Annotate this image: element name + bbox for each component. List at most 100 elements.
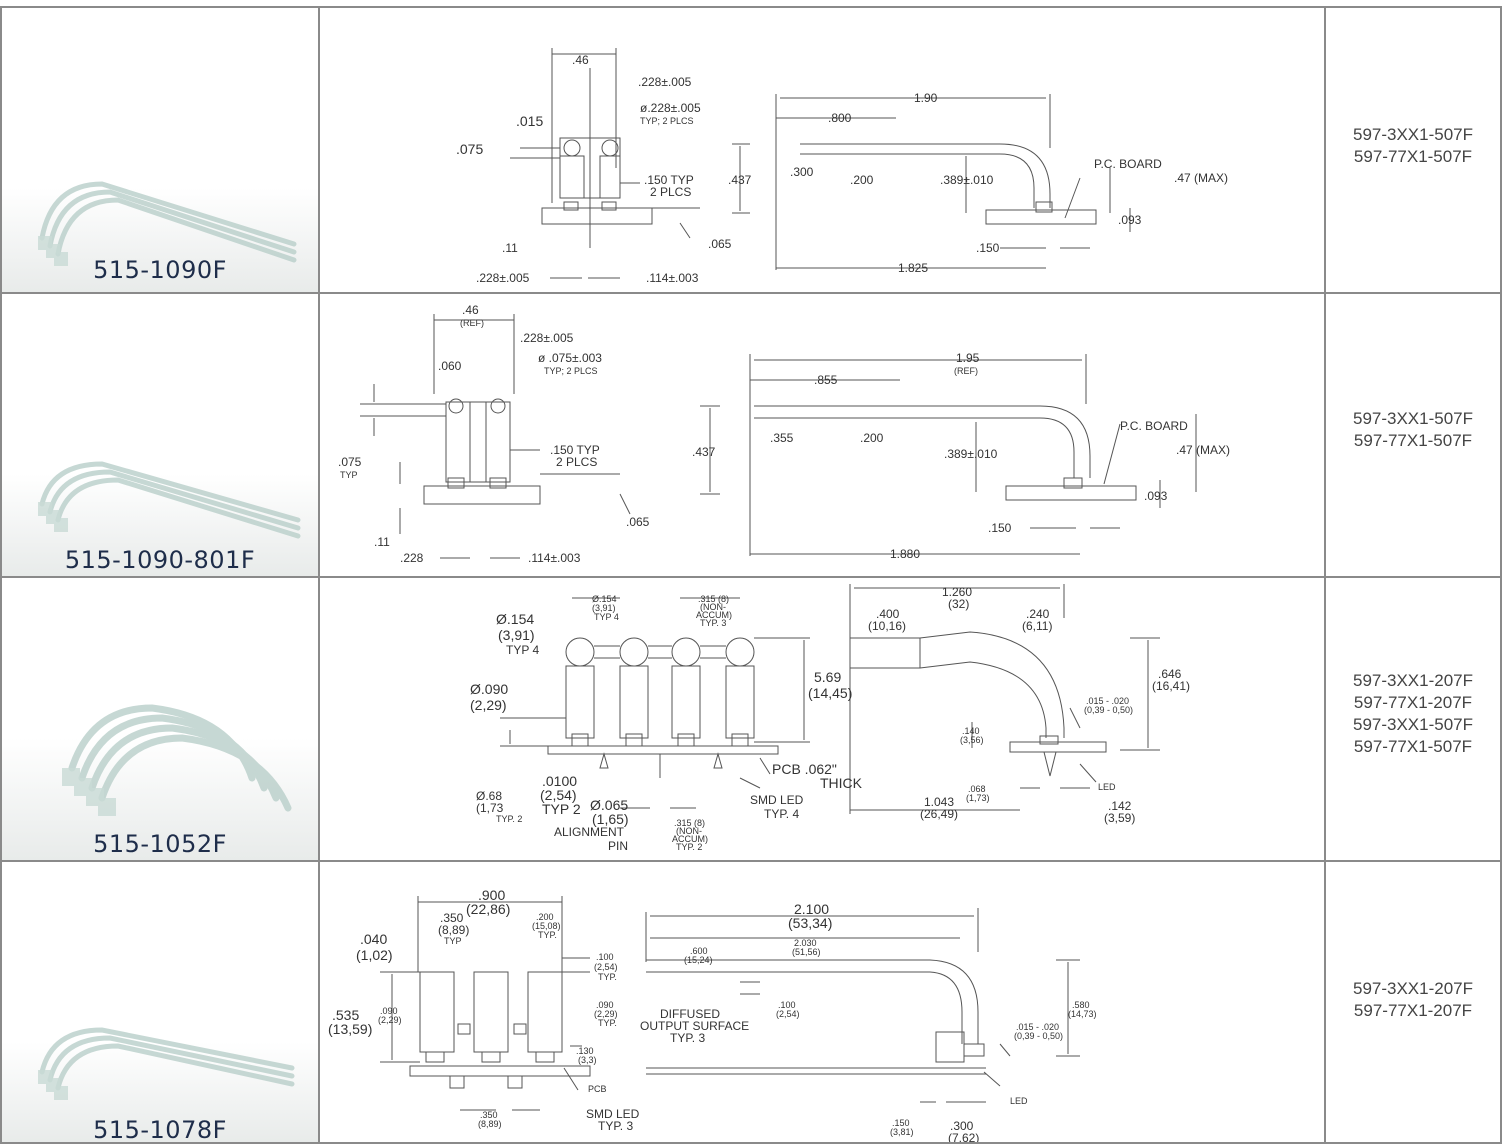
dim-label: .200 (850, 173, 874, 187)
dim-label: (2,29) (594, 1009, 618, 1019)
dim-label: .100 (596, 952, 614, 962)
dim-label: (3,56) (960, 735, 984, 745)
dim-label: (10,16) (868, 619, 906, 633)
dim-label: .46 (462, 303, 479, 317)
dim-label: .060 (438, 359, 462, 373)
dim-label: Ø.065 (590, 797, 628, 813)
mount-part: 597-3XX1-507F (1352, 125, 1474, 144)
part-number: 515-1090-801F (64, 546, 256, 574)
dim-label: (2,29) (470, 697, 507, 713)
dim-label: (3,3) (578, 1055, 597, 1065)
mount-part: 597-77X1-207F (1353, 1001, 1473, 1020)
dim-label: Ø.68 (476, 789, 502, 803)
dim-label: .350 (440, 911, 464, 925)
mounting-cell: 597-3XX1-507F 597-77X1-507F (1324, 292, 1502, 578)
dim-label: .800 (828, 111, 852, 125)
dim-label: .228±.005 (520, 331, 574, 345)
drawing-cell: .46 (REF) .228±.005 .060 ø .075±.003 TYP… (318, 292, 1326, 578)
dim-label: .093 (1118, 213, 1142, 227)
dim-label: (3,59) (1104, 811, 1135, 825)
dim-label: .100 (778, 1000, 796, 1010)
dim-label: .015 (516, 113, 543, 129)
mount-part: 597-77X1-507F (1353, 147, 1473, 166)
mount-list: 597-3XX1-507F 597-77X1-507F (1326, 124, 1500, 168)
dim-label: .646 (1158, 667, 1182, 681)
dim-label: (REF) (954, 366, 978, 376)
dimension-drawing: .900 (22,86) .350 (8,89) TYP .200 (15,08… (328, 887, 1097, 1142)
dim-label: (53,34) (788, 915, 832, 931)
product-photo-cell: 515-1090-801F (0, 292, 320, 578)
dim-label: .400 (876, 607, 900, 621)
dim-label: SMD LED (750, 793, 804, 807)
dim-label: TYP. 2 (676, 842, 702, 852)
dim-label: .389±.010 (944, 447, 998, 461)
dim-label: TYP. 3 (700, 618, 726, 628)
dim-label: .600 (690, 946, 708, 956)
dim-label: (2,54) (540, 787, 577, 803)
dim-label: P.C. BOARD (1120, 419, 1188, 433)
dim-label: THICK (820, 775, 863, 791)
dim-label: (3,91) (498, 627, 535, 643)
dim-label: ALIGNMENT (554, 825, 625, 839)
dim-label: .150 (988, 521, 1012, 535)
dim-label: .300 (790, 165, 814, 179)
dim-label: .150 TYP (644, 173, 694, 187)
dim-label: PCB (588, 1084, 607, 1094)
dim-label: ACCUM) (696, 610, 732, 620)
table-row: 515-1090-801F (0, 292, 1502, 578)
dim-label: (0,39 - 0,50) (1014, 1031, 1063, 1041)
mount-part: 597-3XX1-507F (1352, 715, 1474, 734)
dim-label: .315 (8) (698, 594, 729, 604)
dim-label: .090 (380, 1006, 398, 1016)
dim-label: .075 (338, 455, 362, 469)
dim-label: .075 (456, 141, 483, 157)
dim-label: (3,91) (592, 603, 616, 613)
dim-label: .46 (572, 53, 589, 67)
dim-label: (16,41) (1152, 679, 1190, 693)
dim-label: LED (1098, 782, 1116, 792)
dim-label: 5.69 (814, 669, 841, 685)
dim-label: .150 TYP (550, 443, 600, 457)
dim-label: TYP. 3 (670, 1031, 705, 1045)
mounting-cell: 597-3XX1-507F 597-77X1-507F (1324, 6, 1502, 294)
dim-label: (13,59) (328, 1021, 372, 1037)
dim-label: .47 (MAX) (1174, 171, 1228, 185)
dim-label: ACCUM) (672, 834, 708, 844)
dim-label: 1.043 (924, 795, 954, 809)
dim-label: .315 (8) (674, 818, 705, 828)
dim-label: OUTPUT SURFACE (640, 1019, 749, 1033)
dim-label: .114±.003 (646, 271, 699, 285)
dim-label: .140 (962, 726, 980, 736)
dim-label: (REF) (460, 318, 484, 328)
mount-part: 597-77X1-507F (1353, 737, 1473, 756)
dimension-drawing: Ø.154 (3,91) TYP 4 Ø.154 (3,91) TYP 4 .3… (470, 584, 1190, 853)
dim-label: TYP; 2 PLCS (640, 116, 694, 126)
dim-label: TYP 4 (506, 643, 539, 657)
dim-label: .437 (728, 173, 752, 187)
dim-label: TYP. (598, 1018, 617, 1028)
dim-label: (15,24) (684, 955, 713, 965)
dim-label: .389±.010 (940, 173, 994, 187)
dim-label: ø .075±.003 (538, 351, 602, 365)
dim-label: .130 (576, 1046, 594, 1056)
dim-label: .437 (692, 445, 716, 459)
dim-label: .580 (1072, 1000, 1090, 1010)
dim-label: 2 PLCS (556, 455, 597, 469)
dim-label: .900 (478, 887, 505, 903)
dim-label: P.C. BOARD (1094, 157, 1162, 171)
dim-label: TYP (444, 936, 462, 946)
dim-label: PIN (608, 839, 628, 853)
dim-label: .093 (1144, 489, 1168, 503)
dim-label: .068 (968, 784, 986, 794)
dim-label: ø.228±.005 (640, 101, 701, 115)
product-photo-cell: 515-1078F (0, 860, 320, 1144)
dim-label: (2,29) (378, 1015, 402, 1025)
dim-label: (NON- (700, 602, 726, 612)
dim-label: (3,81) (890, 1127, 914, 1137)
dim-label: .355 (770, 431, 794, 445)
part-number: 515-1090F (93, 256, 227, 284)
drawing-cell: .46 .228±.005 .015 ø.228±.005 TYP; 2 PLC… (318, 6, 1326, 294)
dim-label: 2.100 (794, 901, 829, 917)
dim-label: TYP. 4 (764, 807, 799, 821)
dim-label: .090 (596, 1000, 614, 1010)
